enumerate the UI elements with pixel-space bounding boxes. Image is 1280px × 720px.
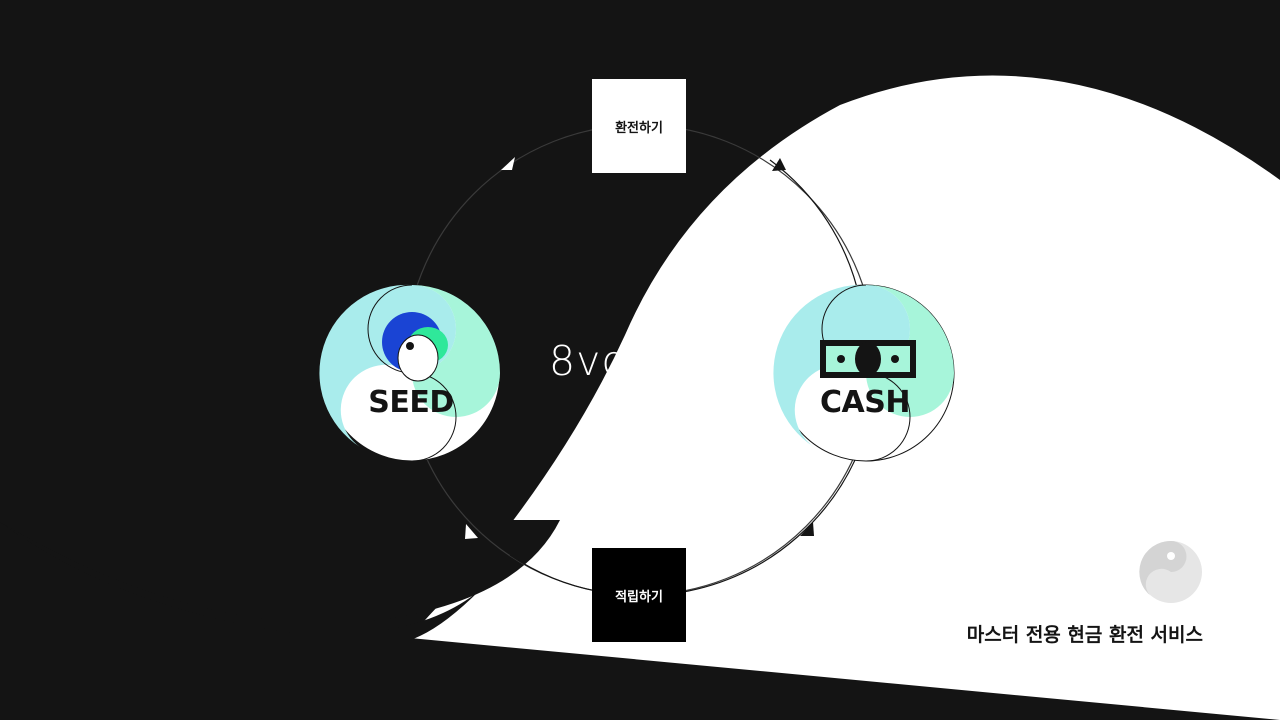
banknote-icon: [820, 340, 916, 378]
white-swirl-shape: [0, 75, 1280, 720]
cash-coin-icon[interactable]: [773, 284, 955, 462]
earn-button-label: 적립하기: [615, 589, 663, 605]
exchange-orbit-ring-light: [769, 159, 861, 301]
exchange-orbit-ring-lower: [509, 459, 856, 597]
arrow-down-left-icon: [800, 522, 814, 536]
seed-coin-icon[interactable]: [319, 284, 501, 462]
dark-round-lobe: [0, 520, 560, 623]
exchange-button-label: 환전하기: [615, 120, 663, 136]
arrow-down-right-icon: [772, 158, 786, 171]
exchange-button[interactable]: 환전하기: [592, 79, 686, 173]
brand-logo-icon: [1139, 540, 1202, 603]
dark-lower-left-shape: [0, 522, 480, 640]
arrow-up-left-lower-icon: [465, 524, 478, 539]
arrow-up-left-icon: [501, 157, 515, 170]
earn-button[interactable]: 적립하기: [592, 548, 686, 642]
